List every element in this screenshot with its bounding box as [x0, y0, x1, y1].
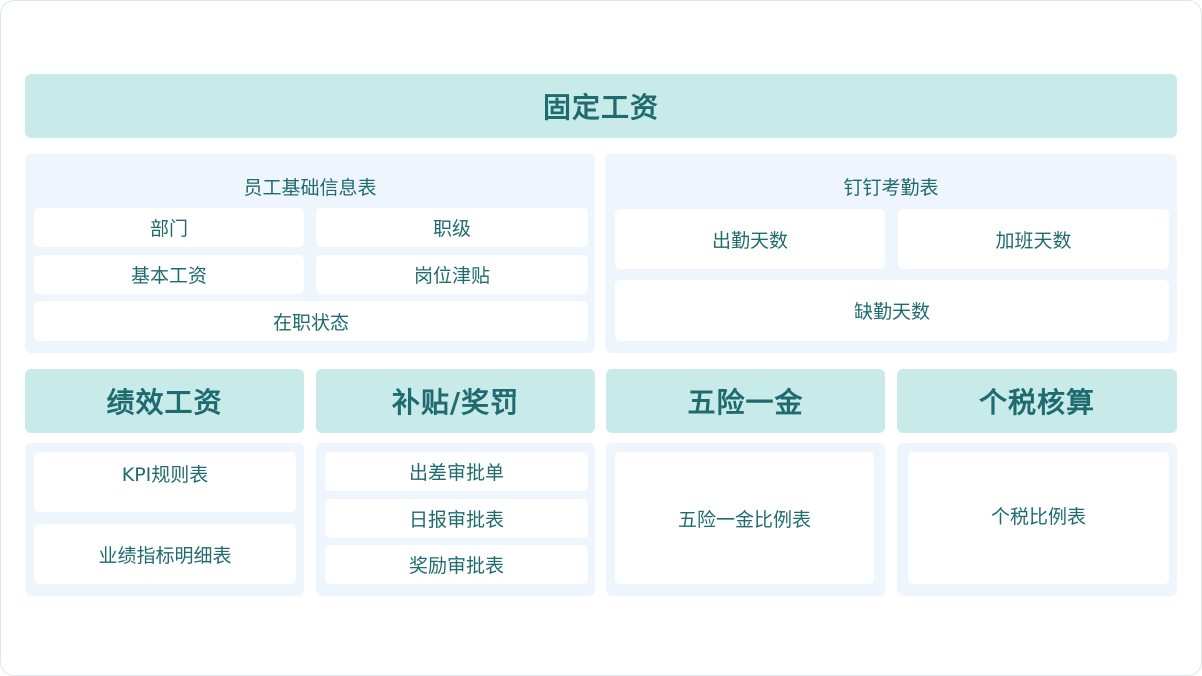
- field-overtime-days: 加班天数: [898, 209, 1169, 269]
- reward-approval: 奖励审批表: [325, 545, 588, 584]
- kpi-rules-table: KPI规则表: [34, 452, 296, 512]
- field-base-salary: 基本工资: [34, 255, 304, 294]
- daily-report-approval: 日报审批表: [325, 499, 588, 538]
- field-attendance-days: 出勤天数: [615, 209, 885, 269]
- social-insurance-ratio-table: 五险一金比例表: [615, 452, 874, 584]
- field-absence-days: 缺勤天数: [615, 280, 1169, 341]
- field-employment-status: 在职状态: [34, 301, 588, 341]
- employee-info-title: 员工基础信息表: [243, 176, 377, 199]
- field-position-allowance: 岗位津贴: [316, 255, 588, 294]
- income-tax-header: 个税核算: [897, 369, 1177, 433]
- performance-detail-table: 业绩指标明细表: [34, 524, 296, 584]
- business-trip-approval: 出差审批单: [325, 452, 588, 491]
- field-rank: 职级: [316, 208, 588, 247]
- fixed-salary-header: 固定工资: [25, 74, 1177, 138]
- performance-salary-header: 绩效工资: [25, 369, 304, 433]
- income-tax-ratio-table: 个税比例表: [908, 452, 1169, 584]
- social-insurance-header: 五险一金: [606, 369, 885, 433]
- attendance-title: 钉钉考勤表: [843, 176, 939, 199]
- field-department: 部门: [34, 208, 304, 247]
- allowance-penalty-header: 补贴/奖罚: [316, 369, 595, 433]
